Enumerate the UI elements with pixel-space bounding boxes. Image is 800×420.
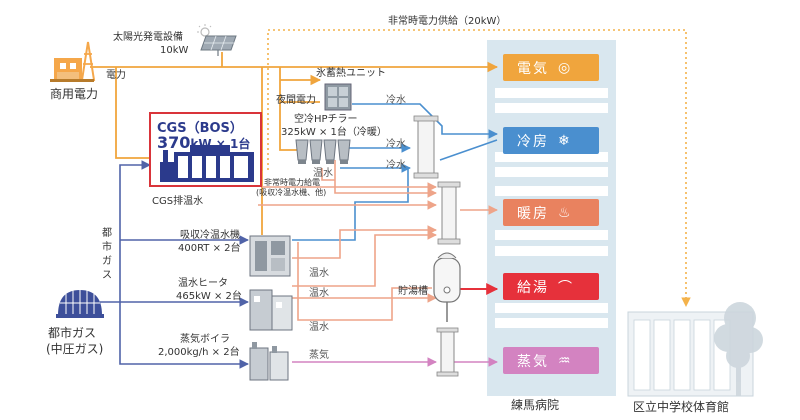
hp-chiller-name-label: 空冷HPチラー <box>294 114 358 125</box>
heater-spec-label: 465kW × 2台 <box>176 291 242 302</box>
storage-tank-icon <box>433 252 461 322</box>
cgs-exhaust-label: CGS排温水 <box>152 196 204 207</box>
absorption-chiller-icon <box>249 235 291 277</box>
hospital-windows <box>495 88 608 328</box>
gas-tank-icon <box>56 289 104 318</box>
storage-tank-label: 貯湯槽 <box>398 286 428 297</box>
water-heater-icon <box>249 289 293 331</box>
utility-power-label: 商用電力 <box>50 87 99 101</box>
service-steam: 蒸気 ♒ <box>503 347 599 374</box>
service-hot-water: 給湯 ⌒ <box>503 273 599 300</box>
hp-cold-water-label-2: 冷水 <box>386 160 406 171</box>
boiler-spec-label: 2,000kg/h × 2台 <box>158 347 240 358</box>
solar-capacity-label: 10kW <box>160 45 189 56</box>
gym-name: 区立中学校体育館 <box>633 400 730 414</box>
tree-icon <box>714 302 763 396</box>
electric-lines <box>90 52 499 235</box>
header-pipes <box>413 115 461 377</box>
solar-name-label: 太陽光発電設備 <box>113 32 183 43</box>
city-gas-vertical-4: ス <box>102 270 112 281</box>
night-power-label: 夜間電力 <box>276 95 316 106</box>
emergency-power-line <box>267 29 691 307</box>
ice-unit-label: 氷蓄熱ユニット <box>316 68 386 79</box>
cgs-capacity: 370 <box>157 133 191 152</box>
service-hot-water-label: 給湯 <box>517 279 549 296</box>
service-cooling: 冷房 ❄ <box>503 127 599 154</box>
power-plant-icon <box>50 41 96 82</box>
heater-icon: ♨ <box>558 204 571 221</box>
emergency-feed-label-2: (吸収冷温水機、他) <box>256 188 327 197</box>
city-gas-lines <box>100 160 249 369</box>
city-gas-vertical-3: ガ <box>102 256 112 267</box>
faucet-icon: ⌒ <box>558 279 572 296</box>
service-electricity: 電気 ◎ <box>503 54 599 81</box>
emergency-feed-label-1: 非常時電力給電 <box>264 178 320 187</box>
steam-icon: ♒ <box>558 352 571 369</box>
gym-building <box>627 302 763 397</box>
lightbulb-icon: ◎ <box>558 59 571 76</box>
service-heating: 暖房 ♨ <box>503 199 599 226</box>
gas-source-label: 都市ガス <box>48 326 97 340</box>
hp-chiller-spec-label: 325kW × 1台（冷暖） <box>281 127 387 138</box>
absorber-name-label: 吸収冷温水機 <box>180 230 240 241</box>
steam-boiler-icon <box>249 342 289 381</box>
hp-cold-water-label-1: 冷水 <box>386 139 406 150</box>
emergency-supply-label: 非常時電力供給（20kW） <box>388 16 507 27</box>
absorber-spec-label: 400RT × 2台 <box>178 243 241 254</box>
heater-hot-water-label-1: 温水 <box>309 288 329 299</box>
heater-hot-water-label-2: 温水 <box>309 322 329 333</box>
city-gas-vertical-1: 都 <box>102 228 112 239</box>
hospital-name: 練馬病院 <box>511 398 560 412</box>
solar-panel-icon <box>197 24 237 56</box>
service-cooling-label: 冷房 <box>517 133 549 150</box>
hot-water-lines <box>258 160 498 321</box>
boiler-name-label: 蒸気ボイラ <box>180 334 230 345</box>
gas-pressure-label: (中圧ガス) <box>46 342 104 356</box>
air-conditioner-icon: ❄ <box>558 132 570 149</box>
cgs-generator-overlay <box>160 145 254 182</box>
cgs-title: CGS（BOS） <box>157 121 243 136</box>
ice-storage-unit-icon <box>324 83 352 111</box>
hp-chiller-icon <box>295 139 351 164</box>
service-heating-label: 暖房 <box>517 205 549 222</box>
steam-flow-label: 蒸気 <box>309 350 329 361</box>
hp-hot-water-label: 温水 <box>313 168 333 179</box>
service-steam-label: 蒸気 <box>517 353 549 370</box>
ice-cold-water-label: 冷水 <box>386 95 406 106</box>
city-gas-vertical-2: 市 <box>102 242 112 253</box>
service-electricity-label: 電気 <box>517 60 549 77</box>
absorber-hot-water-label: 温水 <box>309 268 329 279</box>
cold-water-lines <box>292 103 498 241</box>
heater-name-label: 温水ヒータ <box>178 278 228 289</box>
electricity-line-label: 電力 <box>106 70 126 81</box>
